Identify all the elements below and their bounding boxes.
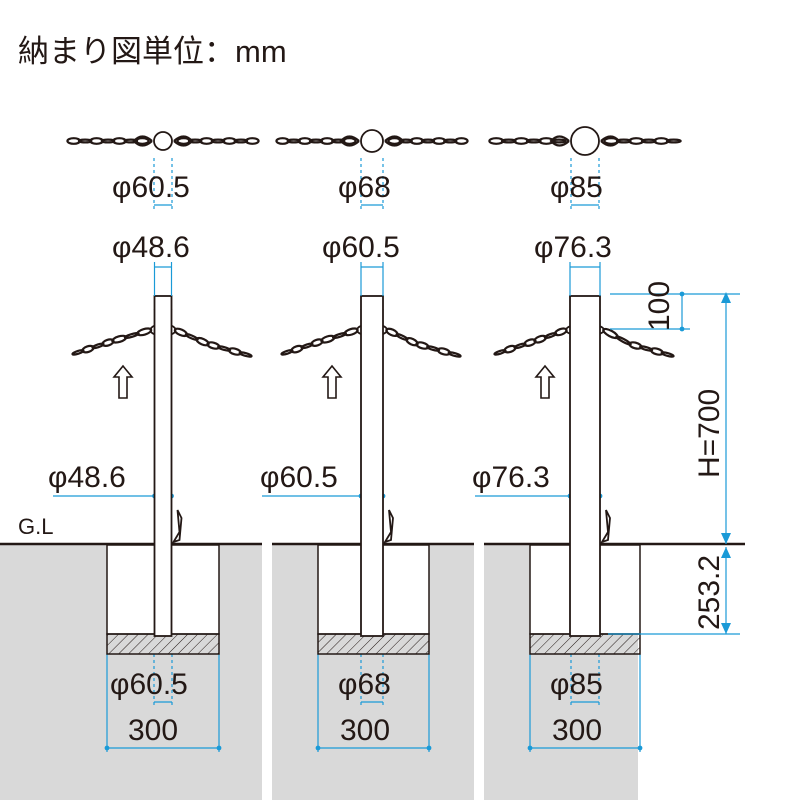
offset-dot-bottom bbox=[679, 326, 685, 332]
plan-chain-left bbox=[275, 137, 357, 145]
post-body bbox=[360, 295, 384, 637]
foundation-width-label: 300 bbox=[128, 714, 178, 747]
elevation-chain-right bbox=[173, 327, 210, 347]
elevation-chain-left bbox=[493, 338, 537, 356]
plan-chain-left bbox=[488, 137, 567, 145]
ring-diameter-label: φ60.5 bbox=[112, 171, 190, 204]
lock-clip bbox=[599, 509, 611, 544]
up-arrow-icon bbox=[112, 364, 134, 399]
foundation-width-label: 300 bbox=[552, 714, 602, 747]
post-mid-diameter-label: φ76.3 bbox=[472, 461, 550, 494]
plan-ring-hooks bbox=[132, 135, 194, 147]
elevation-chain-left bbox=[320, 327, 359, 344]
plan-chain-right bbox=[387, 137, 469, 145]
embed-depth-label: 253.2 bbox=[693, 555, 726, 630]
bollard-variant-1: φ60.5 φ48.6 φ48.6 φ60.5 300 bbox=[48, 131, 260, 752]
ring-diameter-label: φ68 bbox=[338, 171, 391, 204]
elevation-chain-right bbox=[385, 327, 419, 347]
embed-arrow-bottom bbox=[721, 623, 731, 634]
bollard-variant-3: φ85 φ76.3 φ76.3 φ85 300 bbox=[472, 126, 682, 752]
plan-ring bbox=[153, 131, 173, 151]
plan-ring bbox=[360, 129, 384, 153]
elevation-chain-right bbox=[206, 341, 253, 358]
plan-ring-hooks bbox=[339, 135, 405, 147]
plan-chain-left bbox=[66, 137, 150, 145]
offset-dot-top bbox=[679, 291, 685, 297]
elevation-chain-right bbox=[602, 327, 632, 346]
elevation-chain-left bbox=[71, 338, 115, 356]
post-mid-diameter-label: φ60.5 bbox=[260, 461, 338, 494]
bollard-variant-2: φ68 φ60.5 φ60.5 φ68 300 bbox=[260, 129, 469, 752]
post-body bbox=[569, 295, 601, 637]
embed-arrow-top bbox=[721, 547, 731, 558]
post-top-diameter-label: φ60.5 bbox=[322, 231, 400, 264]
foundation-width-label: 300 bbox=[340, 714, 390, 747]
lock-clip bbox=[171, 509, 183, 544]
post-mid-diameter-label: φ48.6 bbox=[48, 461, 126, 494]
ground-gap-1 bbox=[262, 545, 272, 800]
base-diameter-label: φ68 bbox=[338, 668, 391, 701]
elevation-chain-left bbox=[533, 327, 568, 344]
post-top-diameter-label: φ76.3 bbox=[534, 231, 612, 264]
height-arrow-top bbox=[721, 292, 731, 303]
base-diameter-label: φ60.5 bbox=[110, 668, 188, 701]
ground-gap-2 bbox=[474, 545, 484, 800]
diagram-title: 納まり図単位：mm bbox=[18, 34, 287, 69]
foundation-base bbox=[106, 633, 220, 655]
foundation-base bbox=[317, 633, 430, 655]
foundation-base bbox=[529, 633, 641, 655]
plan-chain-right bbox=[603, 137, 682, 145]
ring-diameter-label: φ85 bbox=[550, 171, 603, 204]
lock-clip bbox=[382, 509, 394, 544]
elevation-chain-left bbox=[280, 338, 324, 356]
post-body bbox=[153, 295, 173, 637]
plan-ring bbox=[570, 126, 600, 156]
elevation-chain-right bbox=[628, 341, 675, 358]
ground-right-clear bbox=[638, 545, 800, 800]
plan-chain-right bbox=[176, 137, 260, 145]
height-dimensions: 100 H=700 253.2 bbox=[608, 281, 740, 635]
up-arrow-icon bbox=[534, 364, 556, 399]
top-offset-label: 100 bbox=[643, 281, 676, 331]
elevation-chain-left bbox=[111, 327, 153, 344]
height-label: H=700 bbox=[693, 389, 726, 478]
height-arrow-bottom bbox=[721, 533, 731, 544]
base-diameter-label: φ85 bbox=[550, 668, 603, 701]
ground-level-label: G.L bbox=[18, 514, 53, 539]
elevation-chain-right bbox=[415, 341, 462, 358]
post-top-diameter-label: φ48.6 bbox=[112, 231, 190, 264]
up-arrow-icon bbox=[321, 364, 343, 399]
